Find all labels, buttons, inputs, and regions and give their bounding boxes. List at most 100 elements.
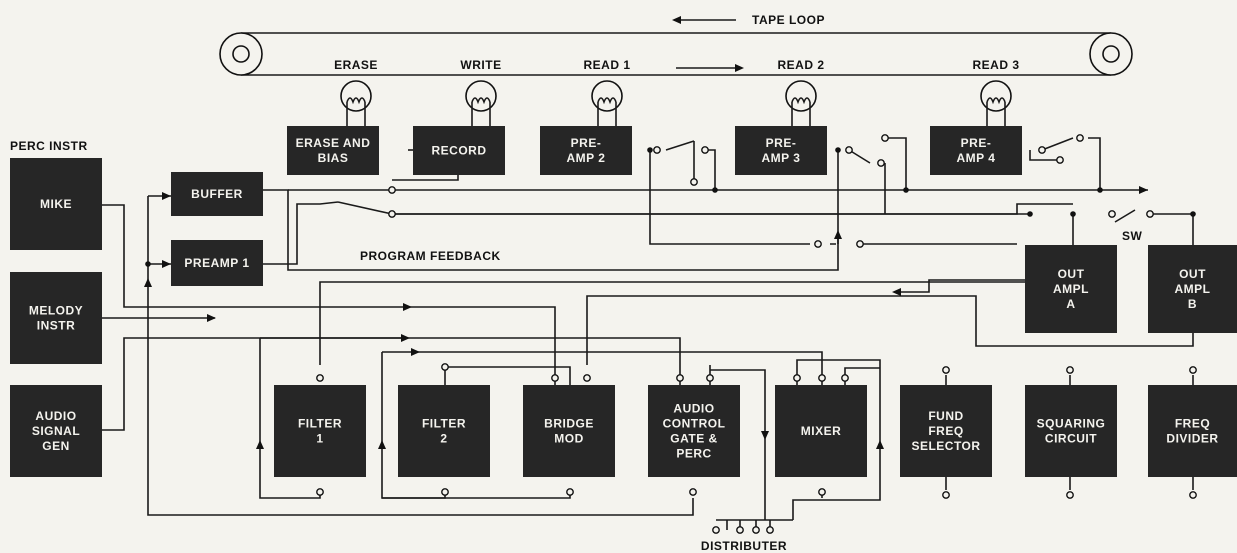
- head-erase: [340, 80, 372, 112]
- tape-loop-belt: [241, 32, 1111, 76]
- terminal-circle: [1189, 366, 1197, 374]
- terminal-circle: [942, 491, 950, 499]
- arrow-up-icon: [834, 230, 842, 239]
- head-read1: [591, 80, 623, 112]
- head-read2: [785, 80, 817, 112]
- terminal-circle: [712, 526, 720, 534]
- block-body: [540, 126, 632, 175]
- junction-dot: [1027, 211, 1033, 217]
- tape-reel-hub-icon: [1102, 45, 1120, 63]
- head-lead: [471, 102, 491, 112]
- arrow-right-icon: [403, 303, 412, 311]
- block-body: [10, 272, 102, 364]
- block-label-line: B: [1188, 297, 1197, 311]
- block-label-line: AUDIO: [35, 409, 76, 423]
- signal-wire: [649, 150, 810, 245]
- junction-dot: [1097, 187, 1103, 193]
- arrow-up-icon: [378, 440, 386, 449]
- signal-wire: [147, 196, 694, 516]
- head-lead: [597, 102, 617, 112]
- block-label-line: FREQ: [1175, 417, 1210, 431]
- arrow-right-icon: [162, 192, 171, 200]
- signal-wire: [848, 149, 886, 214]
- block-label-line: OUT: [1179, 267, 1206, 281]
- block-label-line: AMPL: [1175, 282, 1211, 296]
- distributer-label: DISTRIBUTER: [701, 539, 787, 553]
- arrow-right-icon: [1139, 186, 1148, 194]
- block-label-line: AUDIO: [673, 402, 714, 416]
- block-label-line: PREAMP 1: [184, 256, 249, 270]
- block-body: [930, 126, 1022, 175]
- arrow-right-icon: [207, 314, 216, 322]
- terminal-circle: [316, 488, 324, 496]
- arrow-right-icon: [162, 260, 171, 268]
- terminal-circle: [877, 159, 885, 167]
- terminal-circle: [1066, 366, 1074, 374]
- head-label: WRITE: [460, 58, 501, 72]
- signal-wire: [392, 203, 1073, 215]
- terminal-circle: [388, 210, 396, 218]
- block-label-line: OUT: [1058, 267, 1085, 281]
- block-label-line: SIGNAL: [32, 424, 80, 438]
- terminal-circle: [1076, 134, 1084, 142]
- signal-wire: [346, 112, 366, 126]
- head-lead: [791, 102, 811, 112]
- arrow-right-icon: [411, 348, 420, 356]
- terminal-circle: [793, 374, 801, 382]
- signal-wire: [444, 366, 571, 385]
- block-label-line: FILTER: [422, 417, 466, 431]
- block-label-line: SELECTOR: [911, 439, 980, 453]
- block-label-line: PRE-: [961, 136, 992, 150]
- tape-head-icon: [980, 80, 1012, 112]
- block-record: RECORD: [413, 126, 505, 175]
- arrow-up-icon: [144, 278, 152, 287]
- wiring-group: [102, 112, 1194, 530]
- arrow-up-icon: [256, 440, 264, 449]
- signal-wire: [471, 112, 491, 126]
- arrow-left-icon: [672, 16, 681, 24]
- block-body: [1025, 385, 1117, 477]
- signal-wire: [885, 137, 907, 190]
- block-buffer: BUFFER: [171, 172, 263, 216]
- junction-dot: [145, 261, 151, 267]
- block-mike: MIKE: [10, 158, 102, 250]
- block-body: [523, 385, 615, 477]
- terminal-circle: [818, 374, 826, 382]
- terminal-circle: [653, 146, 661, 154]
- block-label-line: INSTR: [37, 319, 76, 333]
- block-body: [398, 385, 490, 477]
- block-label-line: MELODY: [29, 304, 83, 318]
- block-label-line: RECORD: [431, 144, 486, 158]
- terminal-circle: [1146, 210, 1154, 218]
- block-body: [648, 385, 740, 477]
- junction-dot: [903, 187, 909, 193]
- terminal-circle: [736, 526, 744, 534]
- block-body: [775, 385, 867, 477]
- coil-icon: [471, 97, 491, 105]
- block-preamp-2: PRE-AMP 2: [540, 126, 632, 175]
- block-label-line: MIXER: [801, 424, 842, 438]
- block-body: [171, 172, 263, 216]
- signal-wire: [382, 492, 571, 499]
- signal-wire: [102, 204, 556, 385]
- block-label-line: A: [1066, 297, 1075, 311]
- signal-wire: [830, 150, 839, 245]
- junction-dot: [835, 147, 841, 153]
- terminal-circle: [1056, 156, 1064, 164]
- terminal-circle: [752, 526, 760, 534]
- terminal-circle: [818, 488, 826, 496]
- terminal-circle: [701, 146, 709, 154]
- terminal-circle: [690, 178, 698, 186]
- junction-dot: [1190, 211, 1196, 217]
- head-lead: [986, 102, 1006, 112]
- block-body: [1025, 245, 1117, 333]
- block-label-line: 1: [316, 432, 323, 446]
